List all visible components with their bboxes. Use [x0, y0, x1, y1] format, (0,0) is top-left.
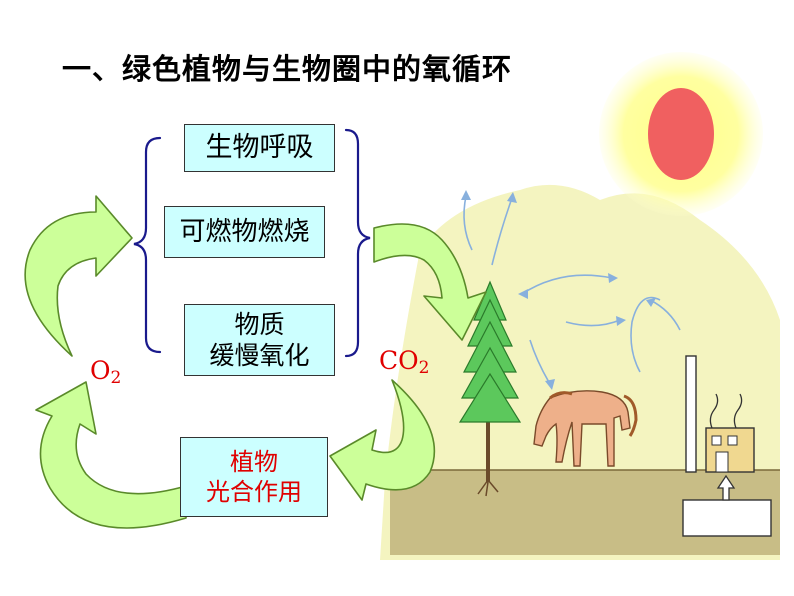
co2-symbol: CO	[379, 346, 419, 375]
co2-subscript: 2	[418, 358, 430, 378]
respiration-box: 生物呼吸	[184, 124, 335, 172]
cycle-arrow-to-plant	[329, 379, 436, 501]
page-title: 一、绿色植物与生物圈中的氧循环	[62, 52, 513, 86]
cycle-arrow-to-o2	[35, 381, 187, 529]
oxygen-label: O2	[90, 356, 121, 388]
photosynthesis-label-line1: 植物	[230, 448, 278, 476]
scene-background	[380, 184, 780, 560]
left-brace	[133, 136, 162, 354]
oxygen-subscript: 2	[110, 368, 122, 388]
slow-oxidation-label-line1: 物质	[234, 309, 285, 339]
photosynthesis-box: 植物 光合作用	[180, 437, 328, 517]
factory-icon	[682, 355, 772, 537]
combustion-box: 可燃物燃烧	[164, 206, 325, 258]
cycle-arrow-to-co2	[373, 223, 487, 341]
photosynthesis-label-line2: 光合作用	[206, 478, 302, 506]
right-brace	[344, 128, 371, 358]
co2-label: CO2	[379, 346, 429, 378]
horse-icon	[533, 390, 638, 467]
slow-oxidation-box: 物质 缓慢氧化	[184, 304, 335, 376]
respiration-label: 生物呼吸	[205, 132, 314, 164]
sun-icon	[599, 52, 763, 216]
cycle-arrow-to-processes	[24, 195, 133, 357]
slow-oxidation-label-line2: 缓慢氧化	[209, 341, 310, 370]
combustion-label: 可燃物燃烧	[179, 216, 310, 247]
oxygen-symbol: O	[90, 356, 111, 385]
